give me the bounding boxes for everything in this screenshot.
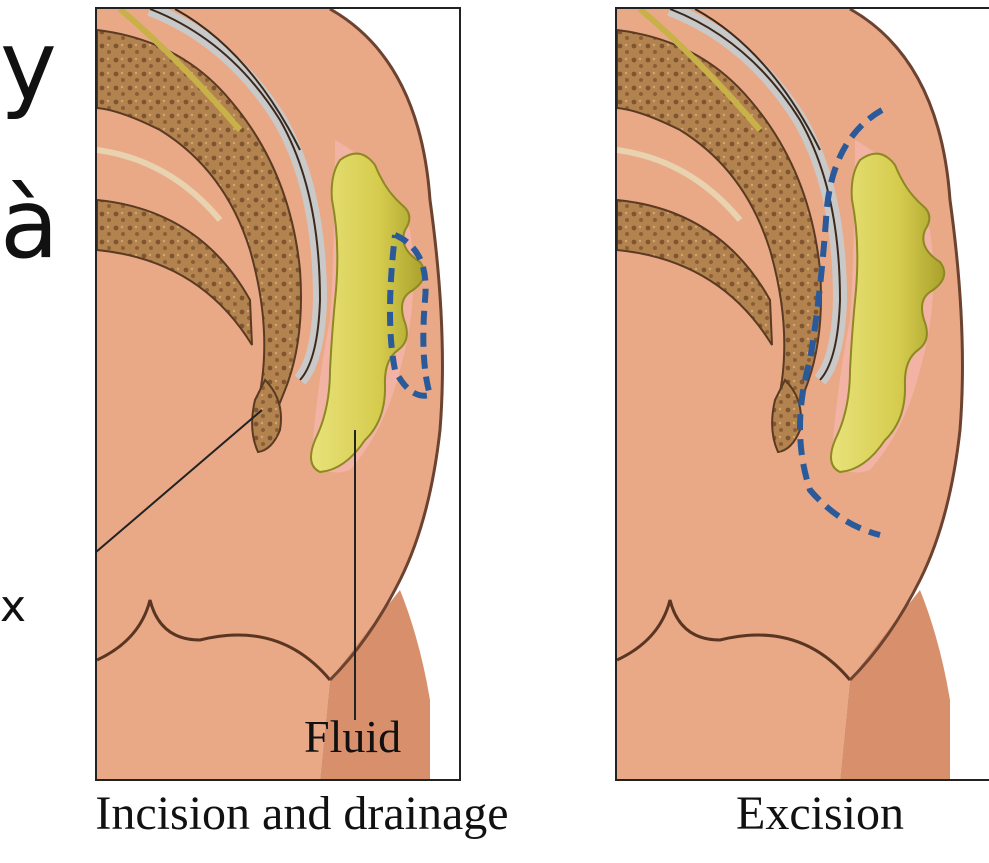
caption-excision: Excision — [640, 786, 989, 842]
caption-incision-drainage: Incision and drainage — [22, 786, 582, 842]
panel-excision — [616, 8, 989, 780]
fluid-label: Fluid — [304, 712, 401, 762]
panel-incision-drainage — [40, 8, 460, 780]
